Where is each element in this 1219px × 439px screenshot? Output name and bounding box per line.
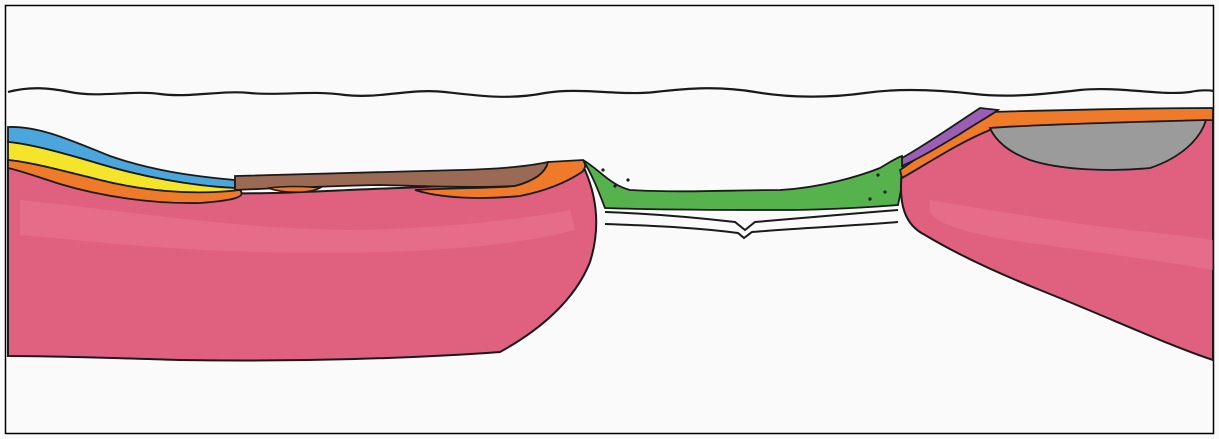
sediment-dot xyxy=(883,190,886,193)
sediment-dot xyxy=(601,168,604,171)
sediment-dot xyxy=(626,178,629,181)
sediment-dot xyxy=(876,173,879,176)
sediment-dot xyxy=(613,184,616,187)
sediment-dot xyxy=(868,197,871,200)
